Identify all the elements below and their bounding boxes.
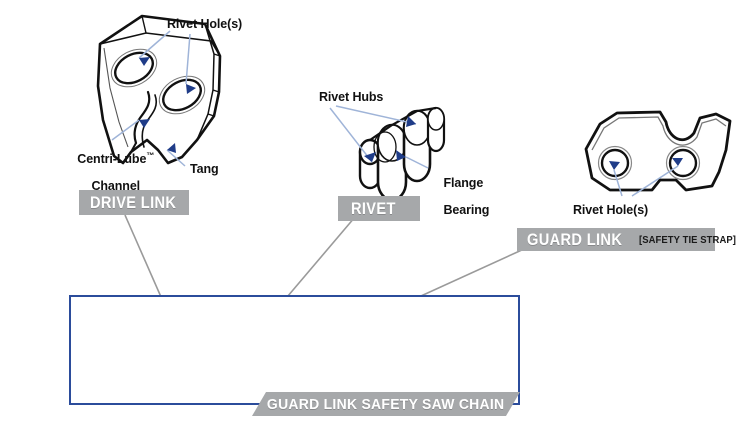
arrowhead-group xyxy=(139,57,196,153)
label-rivet-holes-drive-link: Rivet Hole(s) xyxy=(167,17,243,31)
rivet-illustration xyxy=(329,105,446,202)
centri-lube-text: Centri-Lube xyxy=(77,151,147,166)
caption-guard-link-safety-saw-chain: GUARD LINK SAFETY SAW CHAIN xyxy=(252,392,520,416)
banner-rivet: RIVET xyxy=(338,196,420,221)
guard-rivet-hole-right xyxy=(665,145,701,181)
channel-text: Channel xyxy=(91,178,141,193)
banner-guard-link: GUARD LINK [SAFETY TIE STRAP] xyxy=(517,228,736,251)
label-rivet-hubs: Rivet Hubs xyxy=(319,90,384,104)
guard-link-illustration xyxy=(584,110,732,197)
label-tang: Tang xyxy=(190,162,219,176)
label-flange-bearing: Flange Bearing xyxy=(430,163,490,231)
caption-text: GUARD LINK SAFETY SAW CHAIN xyxy=(267,395,505,413)
bearing-text: Bearing xyxy=(443,202,490,217)
banner-drive-link-label: DRIVE LINK xyxy=(90,192,177,212)
trademark-symbol: ™ xyxy=(146,150,155,160)
banner-drive-link: DRIVE LINK xyxy=(79,190,189,215)
chain-photo-frame xyxy=(69,295,520,405)
banner-rivet-label: RIVET xyxy=(351,198,396,218)
label-centri-lube-channel: Centri-Lube™ Channel xyxy=(54,138,164,207)
drive-link-illustration xyxy=(96,14,222,167)
label-rivet-holes-guard-link: Rivet Hole(s) xyxy=(573,203,649,217)
banner-guard-link-sublabel: [SAFETY TIE STRAP] xyxy=(638,233,736,246)
banner-guard-link-label: GUARD LINK xyxy=(527,229,623,249)
flange-text: Flange xyxy=(443,175,484,190)
